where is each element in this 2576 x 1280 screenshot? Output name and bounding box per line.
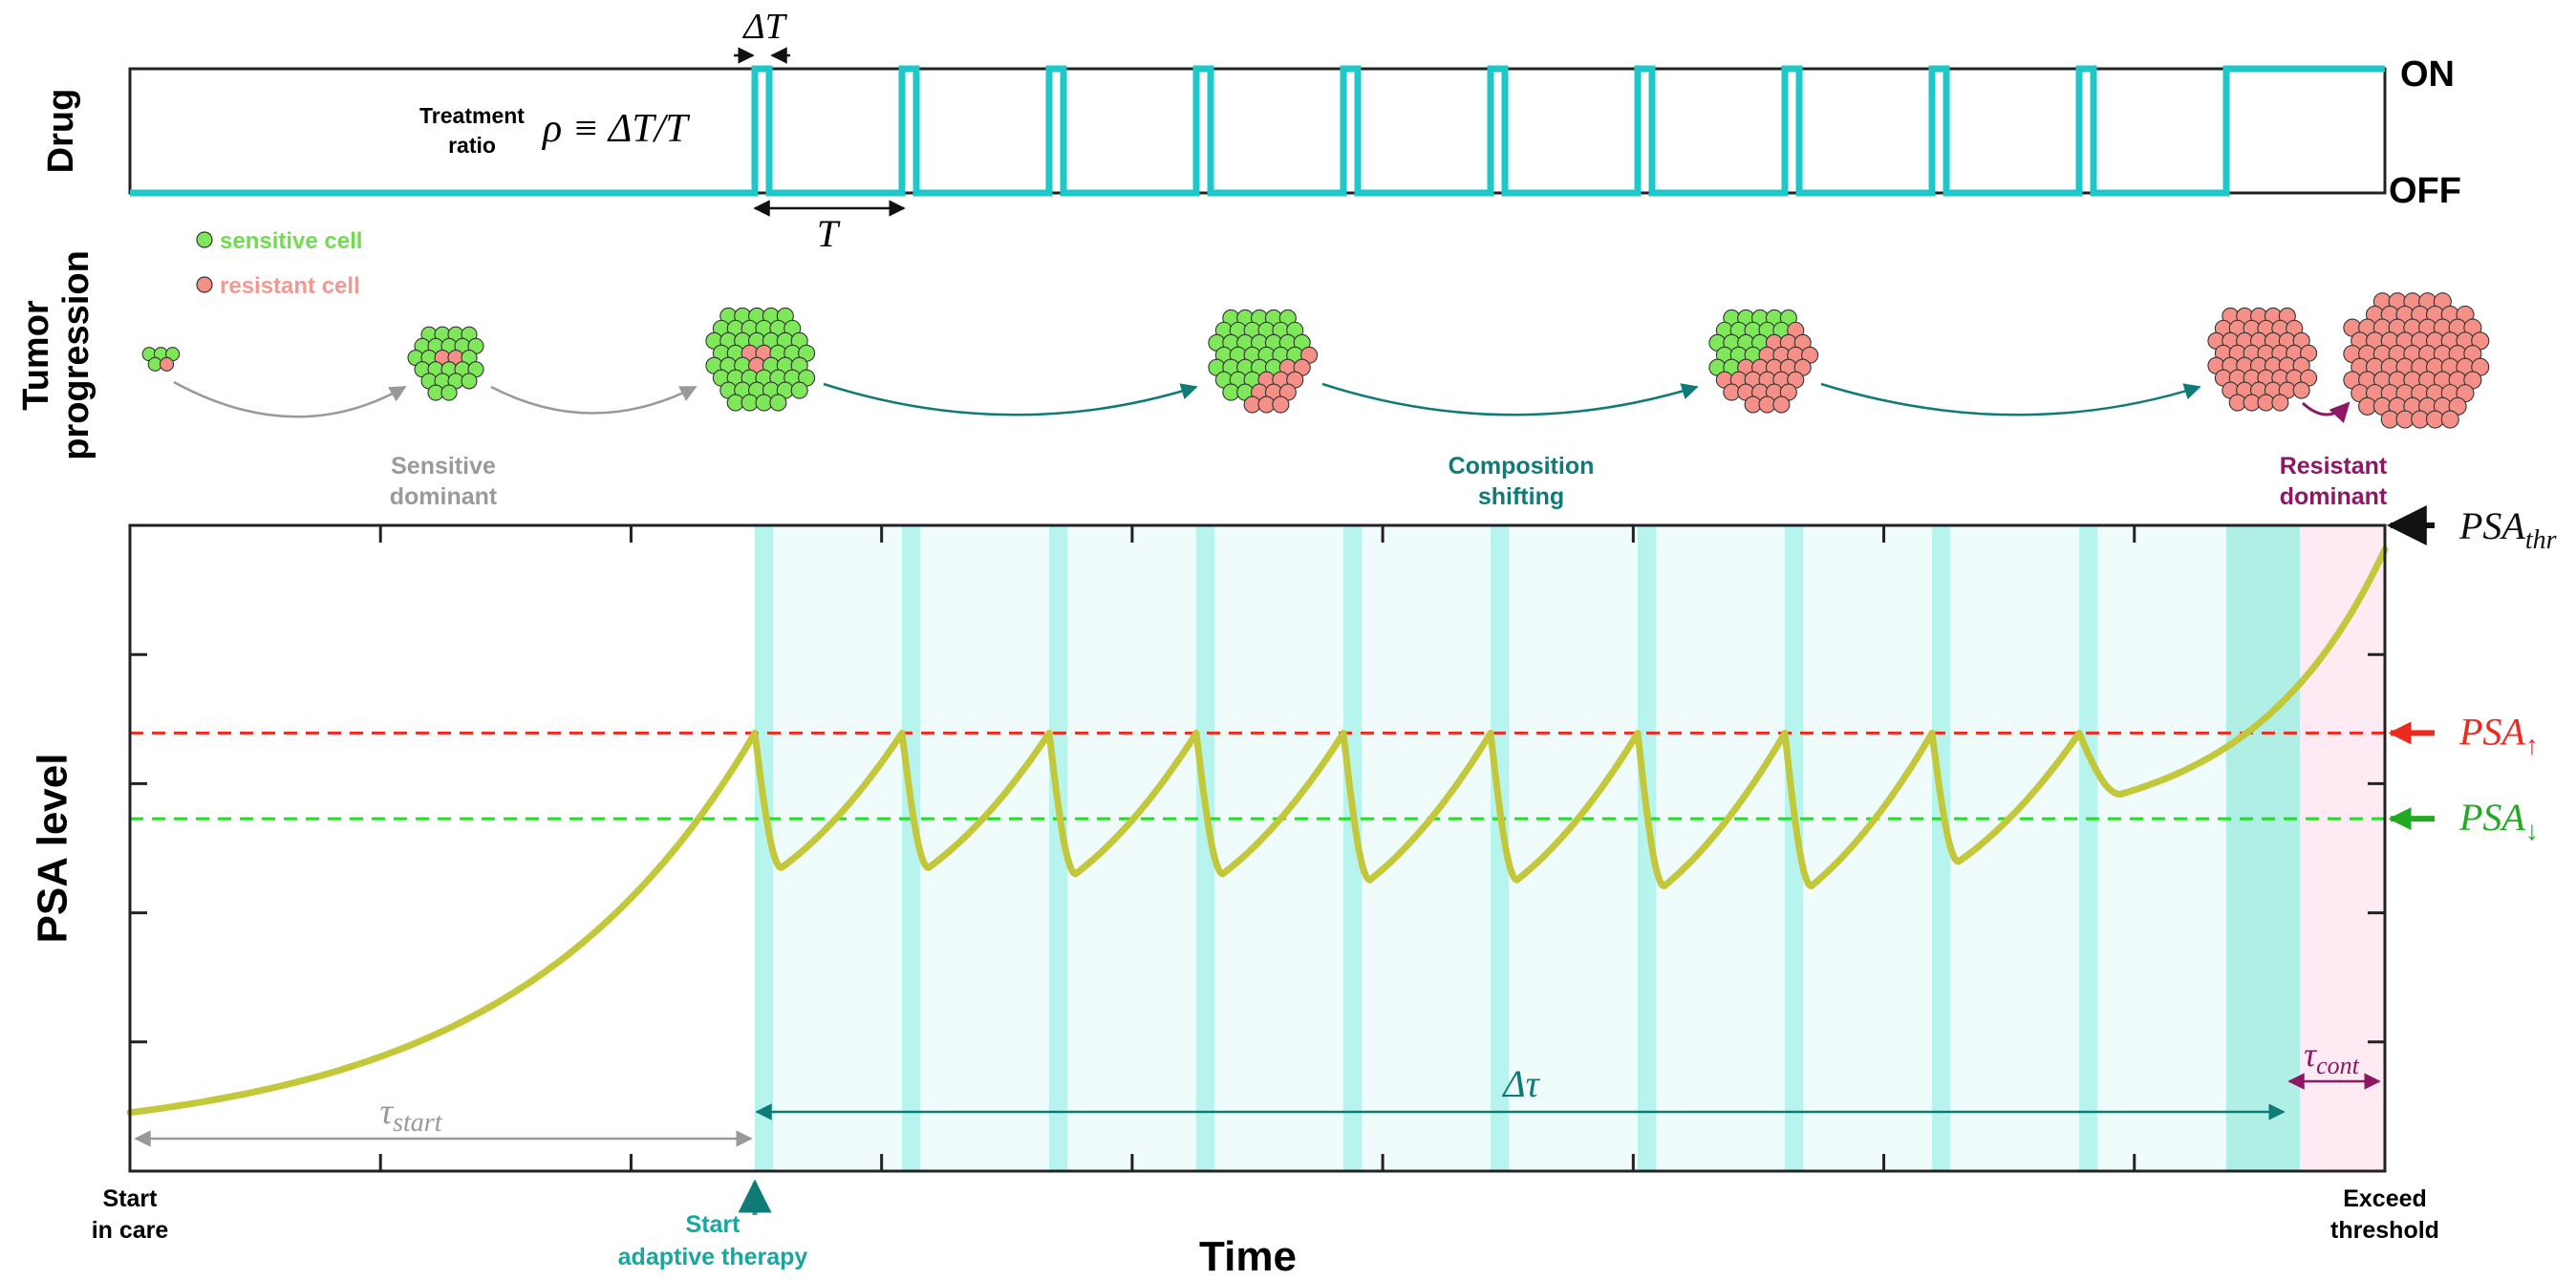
- psa-thr-base: PSA: [2458, 504, 2525, 547]
- drug-ylabel: Drug: [41, 89, 81, 174]
- delta-tau-label: Δτ: [1501, 1062, 1540, 1105]
- psa-down-base: PSA: [2458, 796, 2525, 839]
- on-treatment-band: [1343, 525, 1362, 1171]
- final-on-band: [2226, 525, 2300, 1171]
- on-treatment-band: [1785, 525, 1803, 1171]
- psa-panel-frame: [128, 523, 2387, 1173]
- drug-on-label: ON: [2400, 54, 2455, 95]
- psa-thr-sub: thr: [2525, 525, 2557, 555]
- tumor-cluster: [2207, 307, 2318, 412]
- axis-ticks: [130, 525, 2385, 1171]
- legend-resistant-icon: [196, 276, 213, 293]
- on-treatment-band: [1491, 525, 1509, 1171]
- on-treatment-band: [1638, 525, 1656, 1171]
- treatment-ratio-line1: Treatment: [419, 103, 525, 128]
- psa-up-label: PSA↑: [2458, 710, 2539, 760]
- delta-t-label: ΔT: [741, 7, 787, 47]
- phase-shifting-line1: Composition: [1449, 453, 1595, 480]
- on-treatment-band: [1196, 525, 1214, 1171]
- progression-arrow-5: [1820, 382, 2201, 416]
- legend-sensitive-label: sensitive cell: [220, 228, 362, 254]
- tumor-cluster: [1708, 309, 1819, 414]
- start-adaptive-line1: Start: [686, 1211, 741, 1238]
- tau-cont-base: τ: [2304, 1035, 2317, 1074]
- tau-start-sub: start: [393, 1108, 443, 1138]
- psa-thr-label: PSAthr: [2458, 504, 2557, 555]
- phase-sensitive-line2: dominant: [390, 483, 498, 510]
- on-treatment-band: [1932, 525, 1950, 1171]
- on-treatment-band: [2079, 525, 2097, 1171]
- tau-cont-label: τcont: [2304, 1035, 2359, 1079]
- psa-down-sub: ↓: [2525, 817, 2539, 846]
- start-care-line2: in care: [92, 1217, 169, 1244]
- phase-sensitive-line1: Sensitive: [391, 453, 496, 480]
- treatment-bands: [755, 525, 2385, 1171]
- time-xlabel: Time: [1199, 1233, 1297, 1280]
- on-treatment-band: [902, 525, 920, 1171]
- period-label: T: [817, 212, 841, 255]
- progression-arrow-1: [173, 380, 407, 418]
- start-care-line1: Start: [103, 1185, 159, 1212]
- tumor-clusters: [141, 292, 2490, 429]
- phase-shifting-line2: shifting: [1478, 483, 1564, 510]
- phase-resistant-line2: dominant: [2280, 483, 2388, 510]
- on-treatment-band: [755, 525, 773, 1171]
- psa-curve: [126, 545, 2389, 1117]
- progression-arrow-3: [823, 382, 1198, 416]
- legend-sensitive-icon: [196, 231, 213, 248]
- tumor-ylabel-line1: Tumor: [16, 300, 56, 411]
- tumor-ylabel-line2: progression: [56, 250, 97, 460]
- tau-start-base: τ: [380, 1092, 395, 1132]
- phase-resistant-line1: Resistant: [2280, 453, 2388, 480]
- legend-resistant-label: resistant cell: [220, 273, 360, 299]
- tumor-panel: Tumor progression sensitive cell resista…: [16, 228, 2490, 510]
- psa-up-base: PSA: [2458, 710, 2525, 753]
- tumor-cluster: [141, 347, 181, 372]
- tumor-cluster: [705, 307, 816, 412]
- psa-up-sub: ↑: [2525, 731, 2539, 760]
- rho-formula: ρ ≡ ΔT/T: [541, 107, 690, 151]
- exceed-line2: threshold: [2330, 1217, 2439, 1244]
- progression-arrow-4: [1321, 382, 1699, 416]
- tau-start-label: τstart: [380, 1092, 443, 1138]
- drug-schedule-line: [130, 65, 2385, 197]
- tumor-cluster: [407, 326, 484, 401]
- tau-cont-sub: cont: [2316, 1052, 2360, 1079]
- tumor-cluster: [1208, 309, 1319, 414]
- progression-arrow-6: [2301, 401, 2351, 424]
- on-treatment-band: [1049, 525, 1067, 1171]
- exceed-line1: Exceed: [2343, 1185, 2427, 1212]
- psa-ylabel: PSA level: [30, 754, 76, 944]
- psa-down-label: PSA↓: [2458, 796, 2539, 846]
- psa-panel: PSA level Time PSAthr PSA↑ PSA↓ τstart Δ…: [30, 504, 2557, 1280]
- drug-panel-frame: [128, 67, 2387, 195]
- tumor-cluster: [2343, 292, 2490, 429]
- drug-panel: Drug ON OFF Treatment ratio ρ ≡ ΔT/T ΔT …: [41, 7, 2461, 255]
- drug-off-label: OFF: [2389, 171, 2461, 211]
- treatment-ratio-line2: ratio: [448, 133, 496, 158]
- start-adaptive-line2: adaptive therapy: [618, 1244, 808, 1270]
- progression-arrow-2: [490, 385, 698, 415]
